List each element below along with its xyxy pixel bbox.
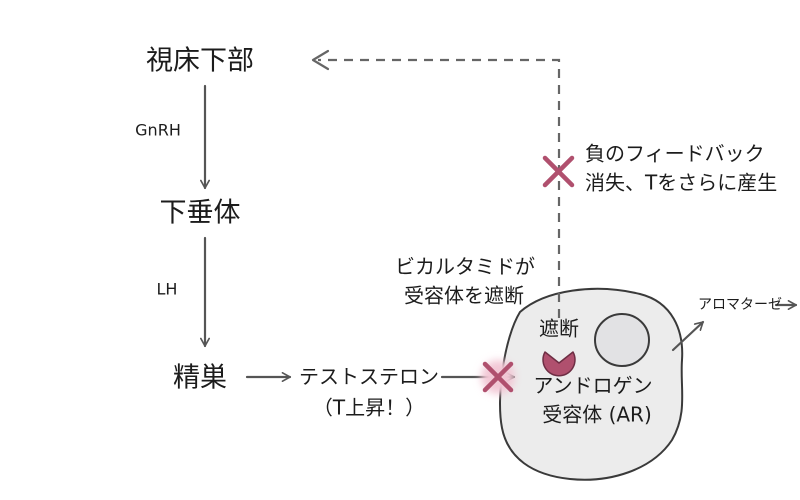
node-testosterone: テストステロン (299, 365, 439, 389)
receptor-label-line2: 受容体 (AR) (542, 403, 652, 427)
feedback-cross-icon (542, 155, 575, 188)
nucleus (594, 313, 650, 367)
feedback-dashed-line (318, 58, 561, 318)
label-lh: LH (157, 280, 178, 299)
feedback-label-line2: 消失、Tをさらに産生 (585, 171, 777, 195)
label-t-rise: （T上昇！） (313, 396, 425, 420)
arrow-to-aromatase (671, 320, 705, 352)
node-hypothalamus: 視床下部 (146, 46, 254, 77)
bicalutamide-label-line2: 受容体を遮断 (404, 284, 524, 308)
label-gnrh: GnRH (135, 121, 181, 140)
feedback-arrowhead (311, 49, 330, 71)
receptor-cross-icon (481, 360, 515, 394)
drug-pacman-icon (542, 351, 576, 377)
node-testis: 精巣 (173, 363, 227, 394)
aromatase-label: アロマターゼ (698, 297, 782, 313)
bicalutamide-label-line1: ビカルタミドが (395, 255, 535, 279)
feedback-label-line1: 負のフィードバック (585, 142, 765, 166)
node-pituitary: 下垂体 (160, 198, 241, 229)
block-label: 遮断 (539, 317, 579, 341)
receptor-label-line1: アンドロゲン (533, 374, 652, 398)
